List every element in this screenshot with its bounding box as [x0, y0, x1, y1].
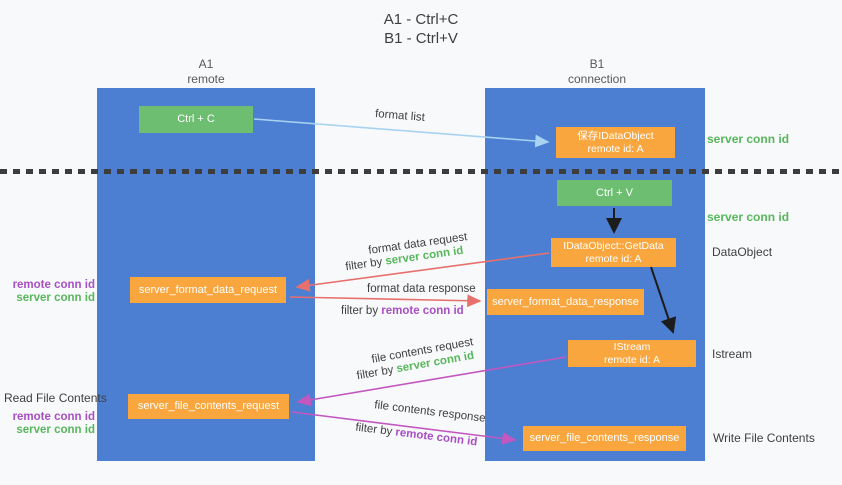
server-format-data-request-label: server_format_data_request [138, 283, 278, 296]
idataobject-getdata-node: IDataObject::GetData remote id: A [551, 238, 676, 267]
conn-id-pair-file: remote conn id server conn id [8, 411, 95, 437]
save-idataobject-line1: 保存IDataObject [577, 129, 654, 142]
title-line-2: B1 - Ctrl+V [384, 30, 458, 47]
copy-paste-divider-dotted-line [0, 169, 842, 174]
left-column-header: A1 remote [146, 57, 266, 87]
ctrl-v-label: Ctrl + V [596, 186, 633, 199]
filter-by-remote-conn-id-label-2: filter by remote conn id [354, 421, 478, 449]
istream-side-label: Istream [712, 347, 753, 361]
server-format-data-request-node: server_format_data_request [130, 277, 286, 303]
server-file-contents-request-label: server_file_contents_request [137, 400, 280, 412]
file-contents-response-label: file contents response [373, 399, 487, 425]
right-column-header: B1 connection [537, 57, 657, 87]
format-data-response-label: format data response [367, 283, 476, 295]
dataobject-label: DataObject [712, 245, 773, 259]
conn-id-pair-format: remote conn id server conn id [8, 279, 95, 305]
left-column-role: remote [187, 72, 225, 86]
arrow-format-data-response [289, 294, 482, 308]
server-file-contents-response-label: server_file_contents_response [529, 432, 680, 444]
istream-line2: remote id: A [603, 353, 661, 366]
server-conn-id-right-top: server conn id [707, 132, 790, 146]
server-format-data-response-node: server_format_data_response [487, 289, 644, 315]
server-conn-id-left-1: server conn id [16, 292, 95, 304]
save-idataobject-line2: remote id: A [587, 142, 644, 155]
title-line-1: A1 - Ctrl+C [383, 11, 459, 28]
istream-line1: IStream [613, 340, 651, 353]
istream-node: IStream remote id: A [568, 340, 696, 367]
ctrl-v-node: Ctrl + V [557, 180, 672, 206]
write-file-contents-label: Write File Contents [713, 431, 815, 445]
read-file-contents-label: Read File Contents [4, 391, 107, 405]
getdata-line1: IDataObject::GetData [563, 239, 664, 252]
diagram-title: A1 - Ctrl+C B1 - Ctrl+V [321, 10, 521, 48]
right-column-name: B1 [589, 57, 605, 71]
left-column-name: A1 [198, 57, 214, 71]
remote-conn-id-left-1: remote conn id [12, 279, 95, 291]
ctrl-c-node: Ctrl + C [139, 106, 253, 133]
server-file-contents-request-node: server_file_contents_request [128, 394, 289, 419]
server-conn-id-left-2: server conn id [16, 424, 95, 436]
remote-conn-id-left-2: remote conn id [12, 411, 95, 423]
server-format-data-response-label: server_format_data_response [492, 295, 639, 308]
server-file-contents-response-node: server_file_contents_response [523, 426, 686, 451]
server-conn-id-right-mid: server conn id [707, 210, 790, 224]
save-idataobject-node: 保存IDataObject remote id: A [556, 127, 675, 158]
getdata-line2: remote id: A [585, 252, 642, 265]
format-list-label: format list [374, 108, 426, 124]
ctrl-c-label: Ctrl + C [177, 113, 215, 125]
filter-by-remote-conn-id-label-1: filter by remote conn id [341, 305, 464, 317]
right-column-role: connection [567, 72, 627, 86]
